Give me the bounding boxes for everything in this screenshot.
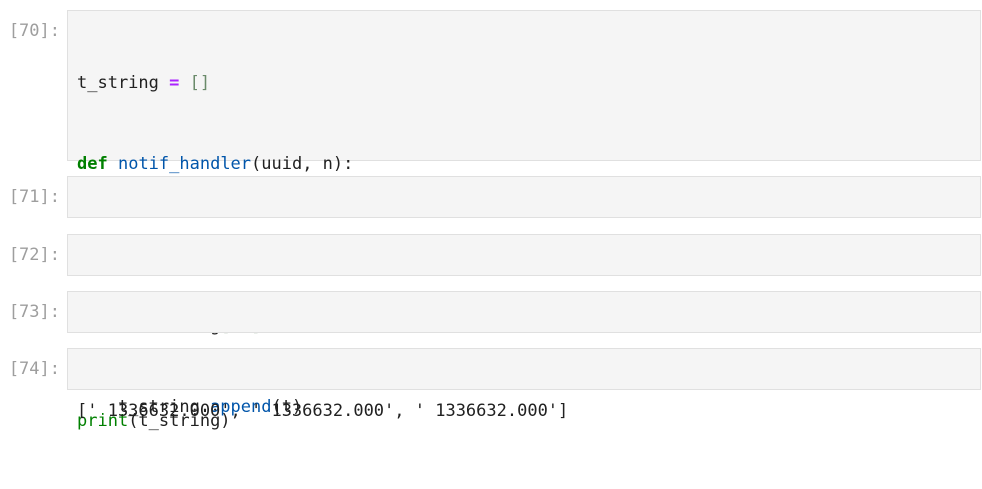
- code-input-cell-72[interactable]: ble.send_command(CMD.GET_TIME_MILLIS, ""…: [67, 234, 981, 317]
- code-token: (t_string): [128, 411, 231, 431]
- code-token: =: [169, 73, 180, 93]
- code-token: append: [210, 397, 272, 417]
- code-token: []: [189, 73, 211, 93]
- code-input-cell-74[interactable]: print(t_string): [67, 348, 981, 431]
- code-input-cell-71[interactable]: ble.start_notify(ble.uuid['RX_STRING'], …: [67, 176, 981, 259]
- code-input-cell-70[interactable]: t_string = [] def notif_handler(uuid, n)…: [67, 10, 981, 417]
- code-input-cell-73[interactable]: ble.stop_notify(ble.uuid['RX_STRING']): [67, 291, 981, 374]
- cell-prompt: [70]:: [8, 21, 60, 41]
- cell-prompt: [73]:: [8, 302, 60, 322]
- code-token: (t): [271, 397, 303, 417]
- code-line: t_string.append(t): [77, 394, 980, 421]
- code-line: def notif_handler(uuid, n):: [77, 151, 980, 178]
- cell-output: [' 1336632.000', ' 1336632.000', ' 13366…: [77, 401, 569, 421]
- code-token: [108, 154, 118, 174]
- code-token: t_string.: [77, 397, 211, 417]
- code-token: notif_handler: [117, 154, 252, 174]
- code-line: t_string = []: [77, 70, 980, 97]
- cell-prompt: [74]:: [8, 359, 60, 379]
- code-token: (uuid, n):: [251, 154, 354, 174]
- code-token: t_string: [77, 73, 170, 93]
- code-token: print: [77, 411, 129, 431]
- code-token: [179, 73, 189, 93]
- cell-prompt: [72]:: [8, 245, 60, 265]
- cell-prompt: [71]:: [8, 187, 60, 207]
- code-line: print(t_string): [77, 408, 980, 435]
- code-token: def: [77, 154, 108, 174]
